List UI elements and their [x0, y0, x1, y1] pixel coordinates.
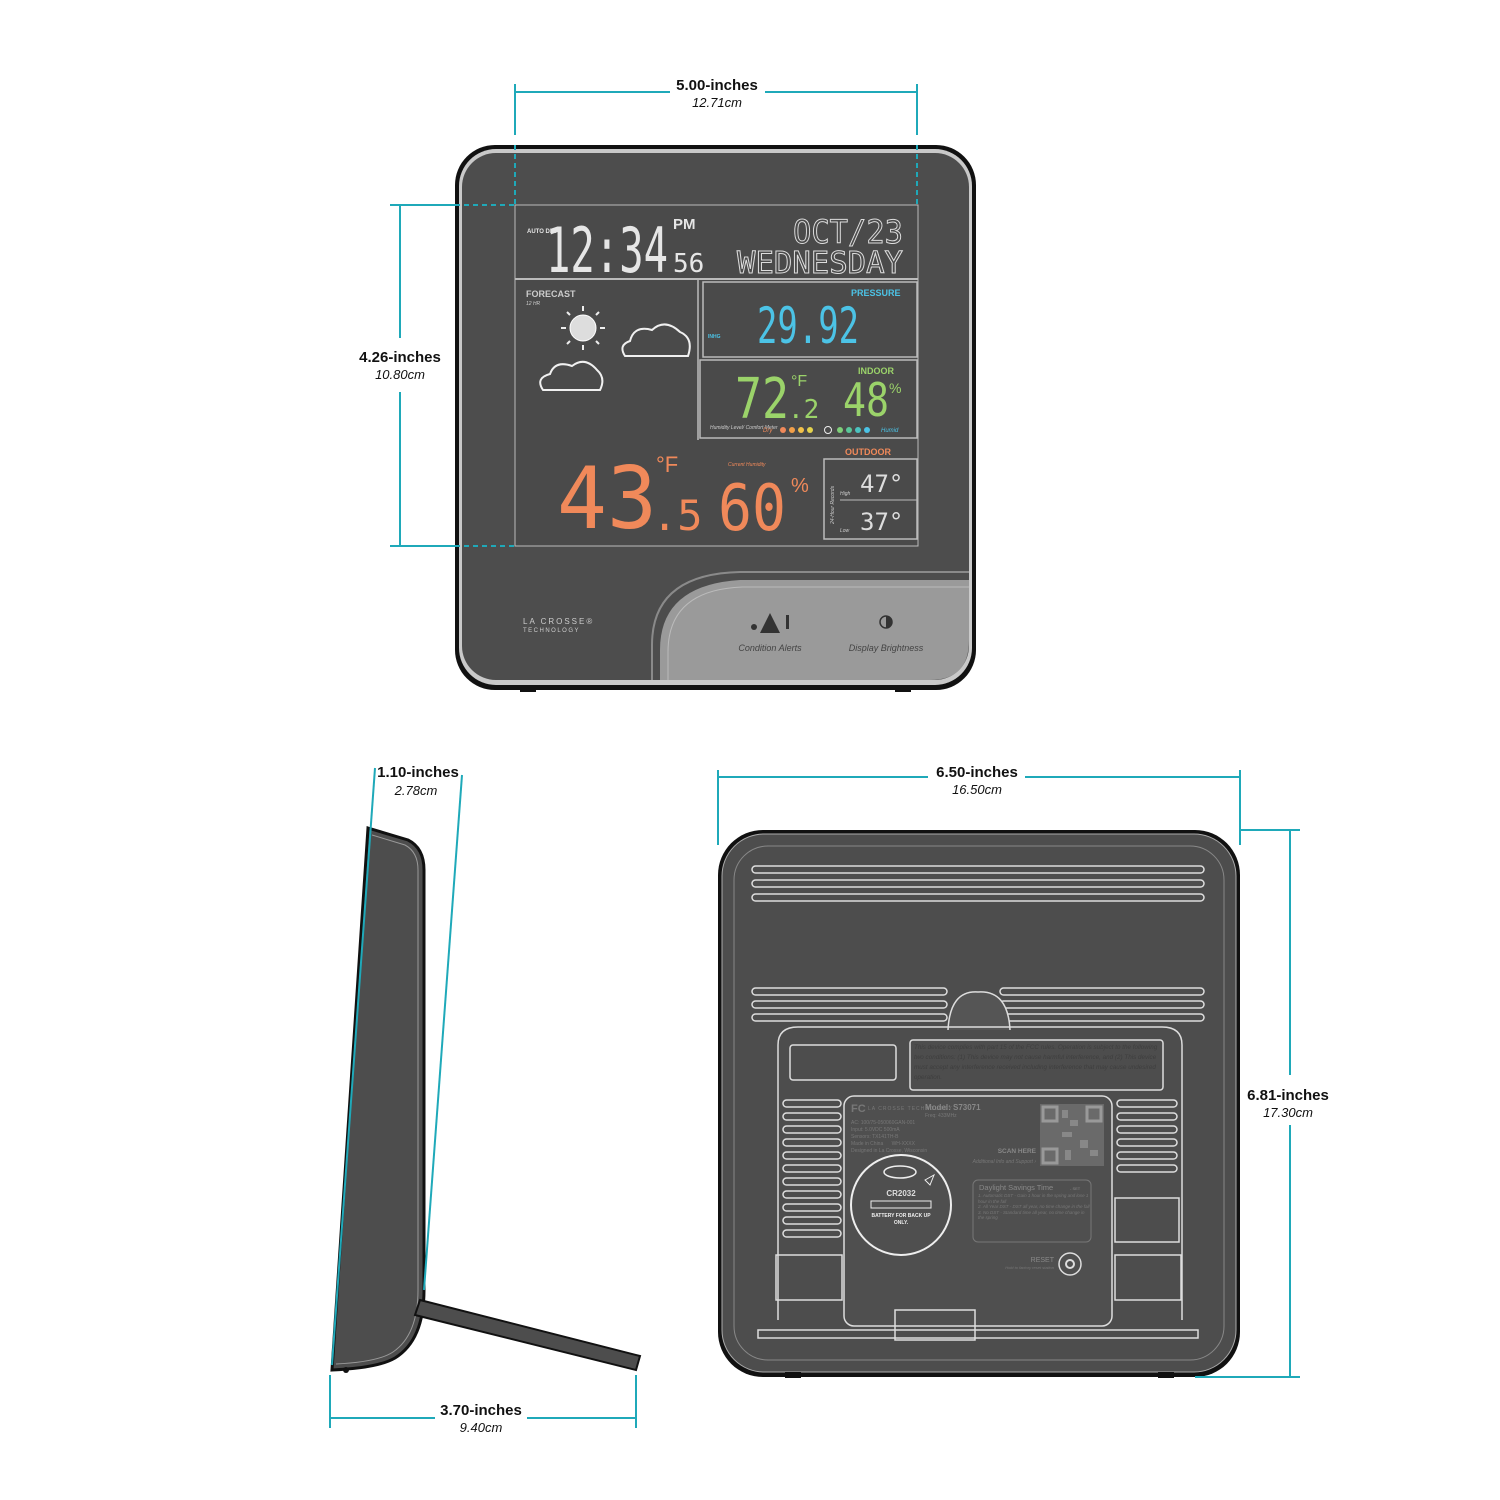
indoor-humidity-unit: % — [889, 380, 901, 396]
side-base-cm: 9.40cm — [460, 1420, 503, 1435]
model-number: Model: S73071 — [925, 1103, 981, 1112]
side-grips — [757, 1099, 1199, 1341]
indoor-temperature: 72 — [735, 367, 789, 432]
front-width-inches: 5.00-inches — [676, 77, 758, 94]
humid-label: Humid — [881, 428, 899, 434]
cloud-icon — [621, 323, 691, 357]
back-view: This device complies with part 15 of the… — [718, 830, 1240, 1378]
high-label: High — [840, 491, 851, 497]
outdoor-label: OUTDOOR — [845, 447, 891, 457]
outdoor-temperature-decimal: .5 — [652, 491, 703, 540]
back-width-inches: 6.50-inches — [936, 764, 1018, 781]
brand-logo-sub: TECHNOLOGY — [523, 628, 580, 634]
stand-leg — [413, 1298, 642, 1372]
date-display: OCT/23 — [793, 213, 903, 251]
front-view: LA CROSSE® TECHNOLOGY Condition Alerts D… — [455, 145, 976, 692]
clock-seconds: 56 — [673, 249, 704, 279]
spec-line: Sensors: TX141TH-B — [851, 1134, 899, 1140]
back-brand: LA CROSSE TECHNOLOGY — [868, 1106, 953, 1112]
warning-icon — [760, 613, 780, 633]
side-view — [330, 826, 642, 1373]
side-depth-inches: 1.10-inches — [377, 764, 459, 781]
dst-set: - SET — [1070, 1186, 1081, 1191]
dst-options: 1. Automatic DST - Gain 1 hour in the sp… — [978, 1193, 1090, 1220]
back-width-cm: 16.50cm — [952, 782, 1002, 797]
low-label: Low — [840, 528, 850, 534]
low-value: 37° — [860, 508, 903, 536]
spec-line: AC: 100/75-050060GAN-001 — [851, 1120, 915, 1126]
condition-alerts-button[interactable]: Condition Alerts — [738, 613, 802, 653]
cloud-icon — [539, 360, 604, 391]
forecast-label: FORECAST — [526, 289, 576, 299]
outdoor-humidity-unit: % — [791, 475, 809, 497]
records-label: 24-Hour Records — [830, 485, 836, 525]
dst-title: Daylight Savings Time — [979, 1183, 1053, 1192]
side-depth-cm: 2.78cm — [394, 783, 438, 798]
fcc-compliance-text: This device complies with part 15 of the… — [914, 1044, 1158, 1081]
reset-sub: Hold to factory reset station — [1005, 1265, 1054, 1270]
thermometer-icon — [786, 615, 789, 629]
sun-icon — [561, 306, 605, 350]
outdoor-temperature-unit: °F — [656, 452, 678, 477]
front-width-cm: 12.71cm — [692, 95, 742, 110]
side-dimension-lines — [329, 767, 637, 1428]
scan-here-label: SCAN HERE — [998, 1148, 1037, 1155]
reset-label: RESET — [1031, 1257, 1055, 1264]
brand-logo: LA CROSSE® — [523, 617, 594, 626]
auto-dim-indicator: AUTO DIM — [527, 229, 557, 235]
front-dimension-lines — [390, 84, 918, 547]
button-panel — [660, 580, 969, 680]
indoor-label: INDOOR — [858, 366, 895, 376]
spec-line: Made in China WH-XXXX — [851, 1141, 916, 1147]
coin-battery-icon — [883, 1165, 917, 1179]
display-brightness-label: Display Brightness — [849, 643, 924, 653]
indoor-temperature-unit: °F — [791, 373, 807, 390]
reset-button[interactable] — [1058, 1252, 1082, 1276]
spec-line: Designed in La Crosse, Wisconsin — [851, 1148, 927, 1154]
pressure-unit: INHG — [708, 334, 721, 340]
battery-holder: CR2032 BATTERY FOR BACK UP ONLY. — [850, 1154, 952, 1256]
dry-label: Dry — [763, 428, 773, 434]
clock-time: 12:34 — [546, 214, 668, 287]
vent-slots — [751, 865, 1205, 1022]
battery-note: BATTERY FOR BACK UP ONLY. — [871, 1213, 931, 1226]
outdoor-humidity: 60 — [718, 472, 786, 546]
back-height-inches: 6.81-inches — [1247, 1087, 1329, 1104]
back-height-cm: 17.30cm — [1263, 1105, 1313, 1120]
high-value: 47° — [860, 470, 903, 498]
display-brightness-button[interactable]: Display Brightness — [849, 615, 924, 653]
pressure-value: 29.92 — [757, 297, 859, 355]
forecast-sub: 12 HR — [526, 301, 541, 307]
current-humidity-label: Current Humidity — [728, 462, 766, 468]
clock-ampm: PM — [673, 216, 696, 233]
pressure-label: PRESSURE — [851, 288, 901, 298]
lcd-screen: AUTO DIM 12:34 PM 56 OCT/23 WEDNESDAY FO… — [514, 204, 919, 549]
label-blank — [789, 1044, 897, 1081]
frequency: Freq: 433MHz — [925, 1113, 957, 1119]
indoor-temperature-decimal: .2 — [788, 395, 819, 425]
outdoor-temperature: 43 — [557, 449, 657, 549]
scan-here-sub: Additional Info and Support › — [972, 1159, 1037, 1165]
front-height-cm: 10.80cm — [375, 367, 425, 382]
condition-alerts-label: Condition Alerts — [738, 643, 802, 653]
comfort-meter-label: Humidity Level/ Comfort Meter — [710, 425, 778, 431]
comfort-meter-dots — [780, 426, 870, 434]
indoor-humidity: 48 — [843, 373, 889, 427]
side-base-inches: 3.70-inches — [440, 1402, 522, 1419]
qr-code — [1040, 1104, 1104, 1166]
front-height-inches: 4.26-inches — [359, 349, 441, 366]
back-dimension-lines — [717, 770, 1300, 1378]
weekday-display: WEDNESDAY — [737, 246, 903, 281]
spec-line: Input: 5.0VDC 500mA — [851, 1127, 900, 1133]
drop-icon — [751, 624, 757, 630]
fcc-logo: FC — [851, 1103, 866, 1115]
battery-type: CR2032 — [886, 1189, 916, 1198]
